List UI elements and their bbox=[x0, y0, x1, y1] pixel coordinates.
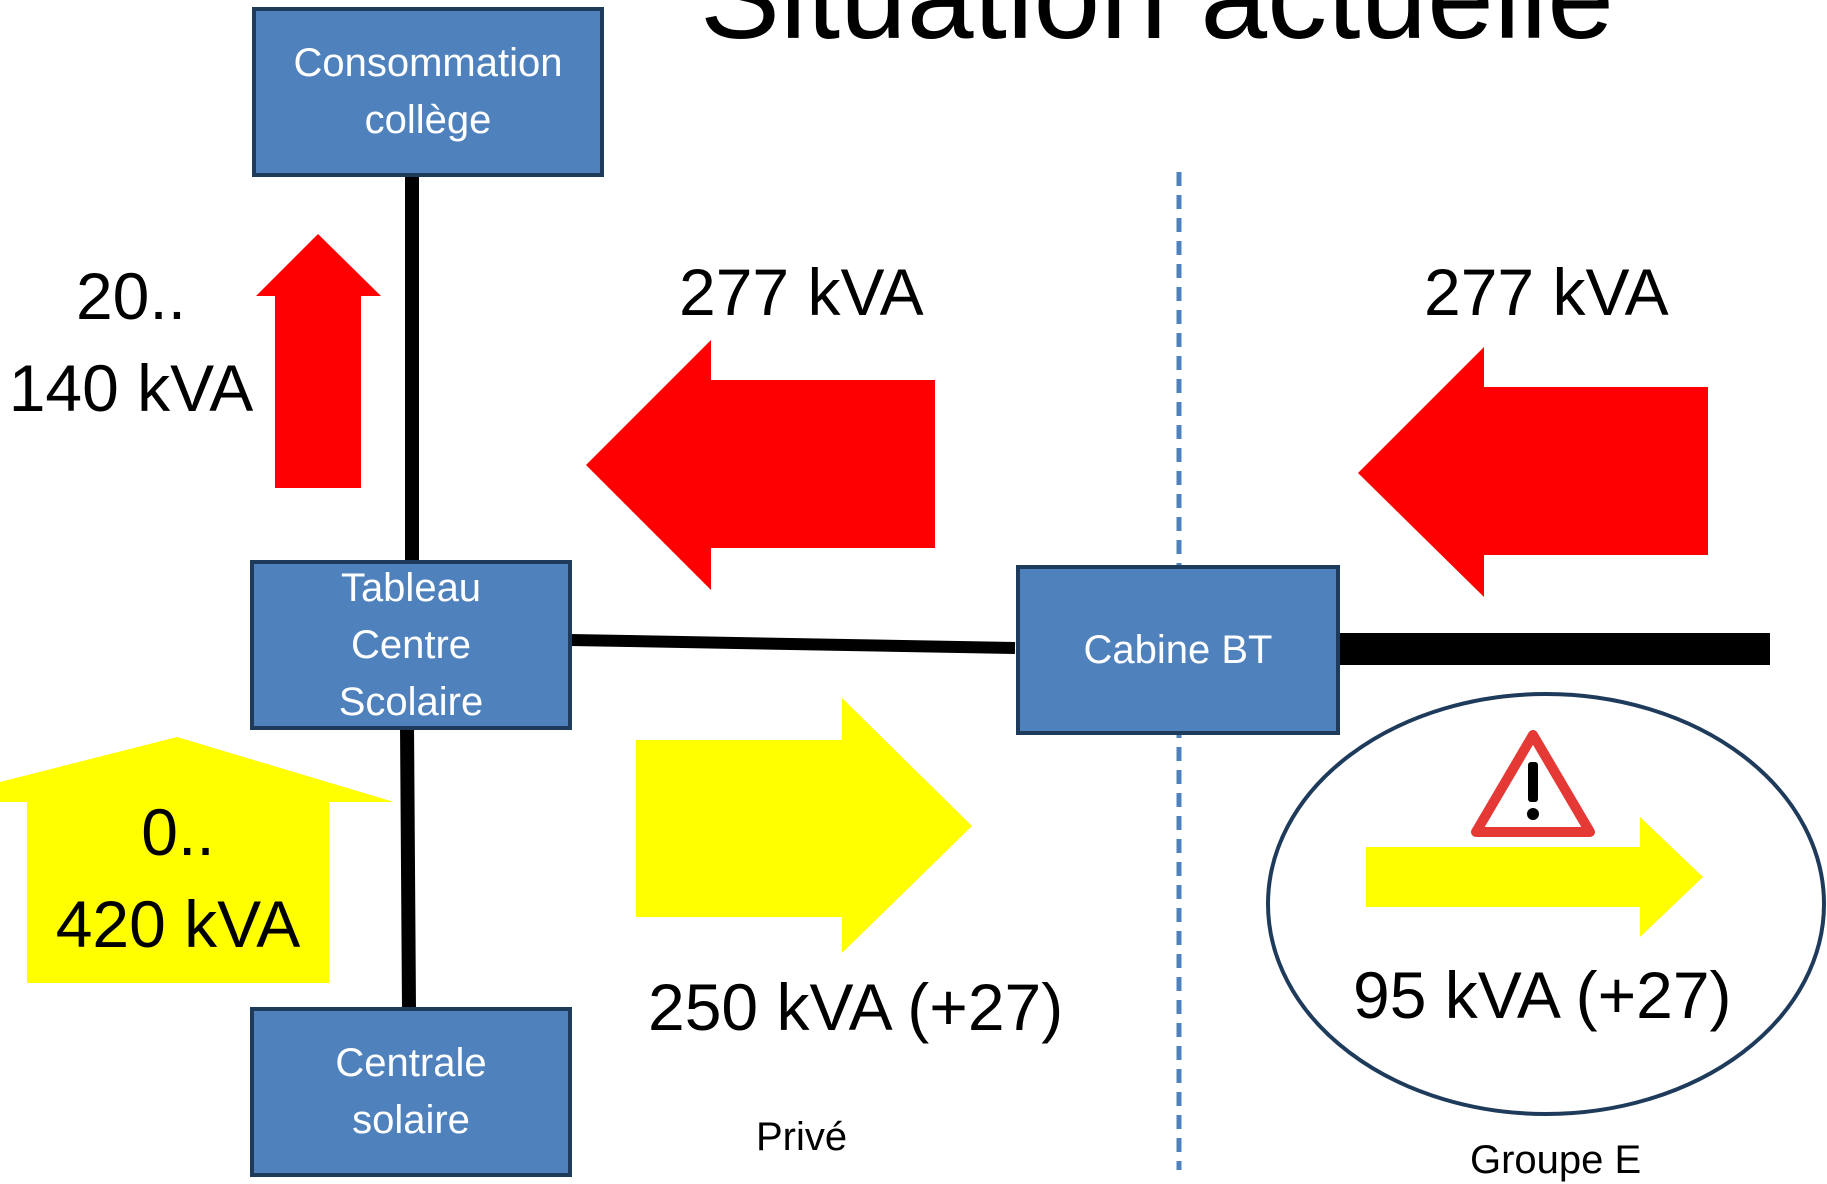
solar-plant-box: Centrale solaire bbox=[250, 1007, 572, 1177]
export-grid-label: 95 kVA (+27) bbox=[1353, 958, 1732, 1032]
panel-line-1: Tableau bbox=[340, 565, 482, 610]
arrow-up-yellow-icon bbox=[0, 737, 394, 983]
cabin-label: Cabine BT bbox=[1083, 627, 1273, 672]
import-grid-label: 277 kVA bbox=[1424, 255, 1669, 329]
consumption-line-1: Consommation bbox=[293, 41, 563, 85]
line-panel-cabin bbox=[569, 634, 1016, 654]
solar-line-1: Centrale bbox=[335, 1041, 487, 1085]
export-private-label: 250 kVA (+27) bbox=[648, 970, 1064, 1044]
panel-line-3: Scolaire bbox=[338, 679, 484, 724]
arrow-up-red-icon bbox=[256, 234, 381, 488]
zone-grid-operator-label: Groupe E bbox=[1470, 1138, 1642, 1182]
warning-triangle-icon bbox=[1471, 730, 1595, 837]
solar-production-label: 0.. 420 kVA bbox=[27, 786, 329, 970]
zone-private-label: Privé bbox=[756, 1115, 848, 1159]
solar-production-min: 0.. bbox=[141, 795, 215, 869]
arrow-right-yellow-small-icon bbox=[1366, 817, 1703, 937]
import-private-label: 277 kVA bbox=[679, 255, 924, 329]
college-consumption-label: 20.. 140 kVA bbox=[0, 250, 262, 434]
arrow-left-red-icon bbox=[586, 340, 935, 590]
school-panel-box: Tableau Centre Scolaire bbox=[250, 560, 572, 730]
solar-line-2: solaire bbox=[352, 1098, 470, 1142]
consumption-line-2: collège bbox=[364, 98, 492, 142]
arrow-left-red-grid-icon bbox=[1358, 347, 1708, 597]
cabin-bt-box: Cabine BT bbox=[1016, 565, 1340, 735]
college-consumption-max: 140 kVA bbox=[8, 351, 254, 425]
college-consumption-min: 20.. bbox=[75, 259, 187, 333]
solar-production-max: 420 kVA bbox=[55, 887, 301, 961]
consumption-college-box: Consommation collège bbox=[252, 7, 604, 177]
line-panel-solar bbox=[400, 724, 416, 1011]
page-title: Situation actuelle bbox=[700, 0, 1700, 66]
arrow-right-yellow-icon bbox=[636, 698, 972, 953]
panel-line-2: Centre bbox=[350, 622, 472, 667]
